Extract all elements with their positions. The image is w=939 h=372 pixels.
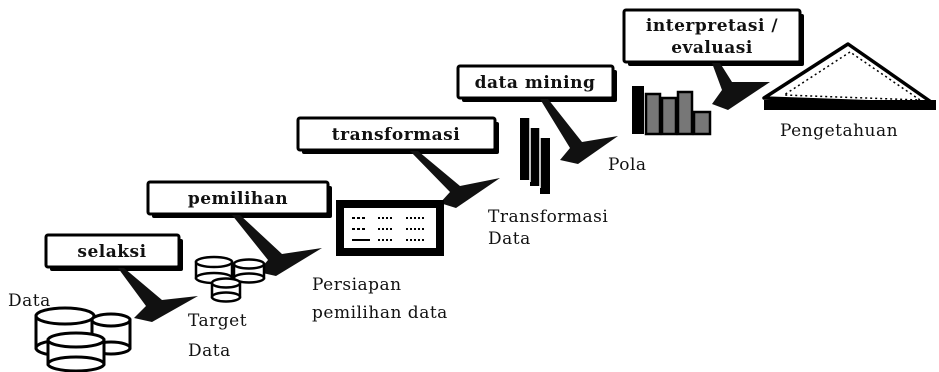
arrow-selaksi-to-target (118, 268, 198, 322)
label-transformed-line2: Data (488, 229, 531, 249)
database-icon (210, 277, 242, 303)
database-icon (232, 258, 266, 284)
step-label-interpretasi: interpretasi / (646, 16, 778, 36)
step-box-selaksi: selaksi (44, 233, 183, 271)
target-database-icon-group (194, 255, 266, 303)
label-transformed-line1: Transformasi (488, 207, 608, 227)
label-preprocessed-line1: Persiapan (312, 275, 402, 295)
step-label-transformasi: transformasi (332, 125, 460, 145)
label-data: Data (8, 291, 51, 311)
arrow-pemilihan-to-preprocessed (232, 215, 322, 276)
step-box-interpretasi-evaluasi: interpretasi / evaluasi (622, 8, 804, 66)
arrow-transformasi-to-transformed (410, 151, 500, 208)
patterns-bars-icon (632, 86, 712, 136)
database-icon (46, 331, 106, 372)
step-box-transformasi: transformasi (296, 116, 499, 154)
step-box-data-mining: data mining (456, 64, 617, 102)
label-target-data-line1: Target (188, 311, 247, 331)
step-label-data-mining: data mining (475, 73, 596, 93)
label-knowledge: Pengetahuan (780, 121, 898, 141)
label-patterns: Pola (608, 155, 647, 175)
transformed-data-icon (520, 118, 550, 194)
database-icon (90, 312, 132, 356)
knowledge-triangle-icon (762, 42, 936, 110)
database-icon-group (34, 306, 132, 372)
step-box-pemilihan: pemilihan (146, 180, 332, 218)
preprocessed-table-icon (336, 200, 444, 256)
label-preprocessed-line2: pemilihan data (312, 303, 448, 323)
step-label-pemilihan: pemilihan (188, 189, 288, 209)
label-target-data-line2: Data (188, 341, 231, 361)
arrow-data-mining-to-patterns (540, 99, 618, 164)
arrow-interpretasi-to-knowledge (712, 63, 770, 110)
step-label-evaluasi: evaluasi (671, 38, 753, 58)
step-label-selaksi: selaksi (77, 242, 146, 262)
